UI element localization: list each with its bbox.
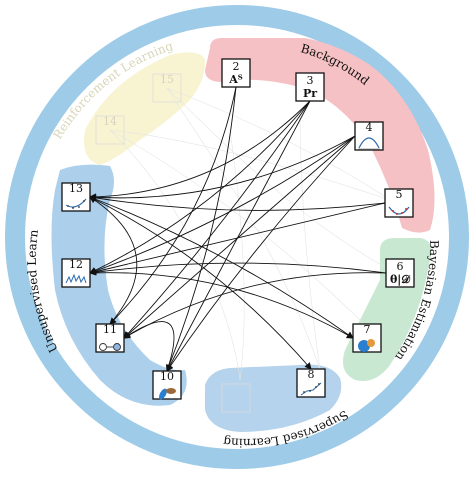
edge-4-11 <box>123 135 356 339</box>
region-unsupervised <box>51 164 187 406</box>
edge-4-12 <box>89 135 356 275</box>
node-10: 10 <box>152 370 182 400</box>
edge-3-11 <box>123 100 311 339</box>
edge-13-8 <box>89 196 312 370</box>
edge-2-11 <box>109 86 237 325</box>
node-7: 7 <box>352 323 382 353</box>
edge-6-12 <box>89 262 387 276</box>
regression-icon <box>300 382 322 396</box>
node-symbol: Aᵀ <box>228 73 243 86</box>
edge-3-10 <box>166 100 311 372</box>
mixture-icon <box>159 388 176 400</box>
node-12: 12 <box>61 258 91 288</box>
edge-2-10 <box>165 86 237 372</box>
edge-5-13 <box>89 194 386 211</box>
latent-variable-icon <box>99 343 121 351</box>
region-background <box>205 38 435 233</box>
node-number: 4 <box>366 121 373 134</box>
edge-3-13 <box>89 100 311 201</box>
node-number: 10 <box>160 370 174 383</box>
node-number: 7 <box>364 323 371 336</box>
node-15: 15 <box>152 73 182 103</box>
outer-ring <box>5 5 469 469</box>
node-number: 2 <box>233 60 240 73</box>
edge-4-10 <box>166 135 356 372</box>
node-symbol: Pr <box>303 87 317 100</box>
region-reinforcement <box>84 52 206 165</box>
node-number: 15 <box>160 73 174 86</box>
edge-3-12 <box>89 100 311 274</box>
node-14: 14 <box>95 115 125 145</box>
faint-connection-mesh <box>109 87 391 381</box>
node-4: 4 <box>354 121 384 151</box>
edge-11-13 <box>89 196 138 325</box>
node-9 <box>221 383 251 413</box>
node-number: 3 <box>307 74 314 87</box>
node-3: 3Pr <box>295 72 325 102</box>
node-13: 13 <box>61 182 91 212</box>
dim-reduction-icon <box>65 198 87 209</box>
node-8: 8 <box>296 368 326 398</box>
node-number: 12 <box>69 258 83 271</box>
signal-icon <box>65 273 87 284</box>
edge-12-7 <box>89 272 354 339</box>
node-number: 5 <box>396 188 403 201</box>
gaussian-curve-icon <box>358 137 380 150</box>
node-11: 11 <box>95 323 125 353</box>
node-2: 2Aᵀ <box>221 58 251 88</box>
node-symbol: θ|𝒟 <box>390 273 411 286</box>
cluster-icon <box>358 339 375 352</box>
edge-10-11 <box>123 321 175 372</box>
node-number: 6 <box>397 260 404 273</box>
node-5: 5 <box>384 188 414 218</box>
node-6: 6θ|𝒟 <box>385 258 415 288</box>
node-number: 14 <box>103 115 117 128</box>
node-number: 11 <box>103 323 117 336</box>
gaussian-points-icon <box>388 206 410 215</box>
node-number: 8 <box>308 368 315 381</box>
edge-6-11 <box>123 272 387 339</box>
edge-5-12 <box>89 202 386 275</box>
edge-13-7 <box>89 196 354 339</box>
edge-4-13 <box>89 135 356 201</box>
node-number: 13 <box>69 182 83 195</box>
